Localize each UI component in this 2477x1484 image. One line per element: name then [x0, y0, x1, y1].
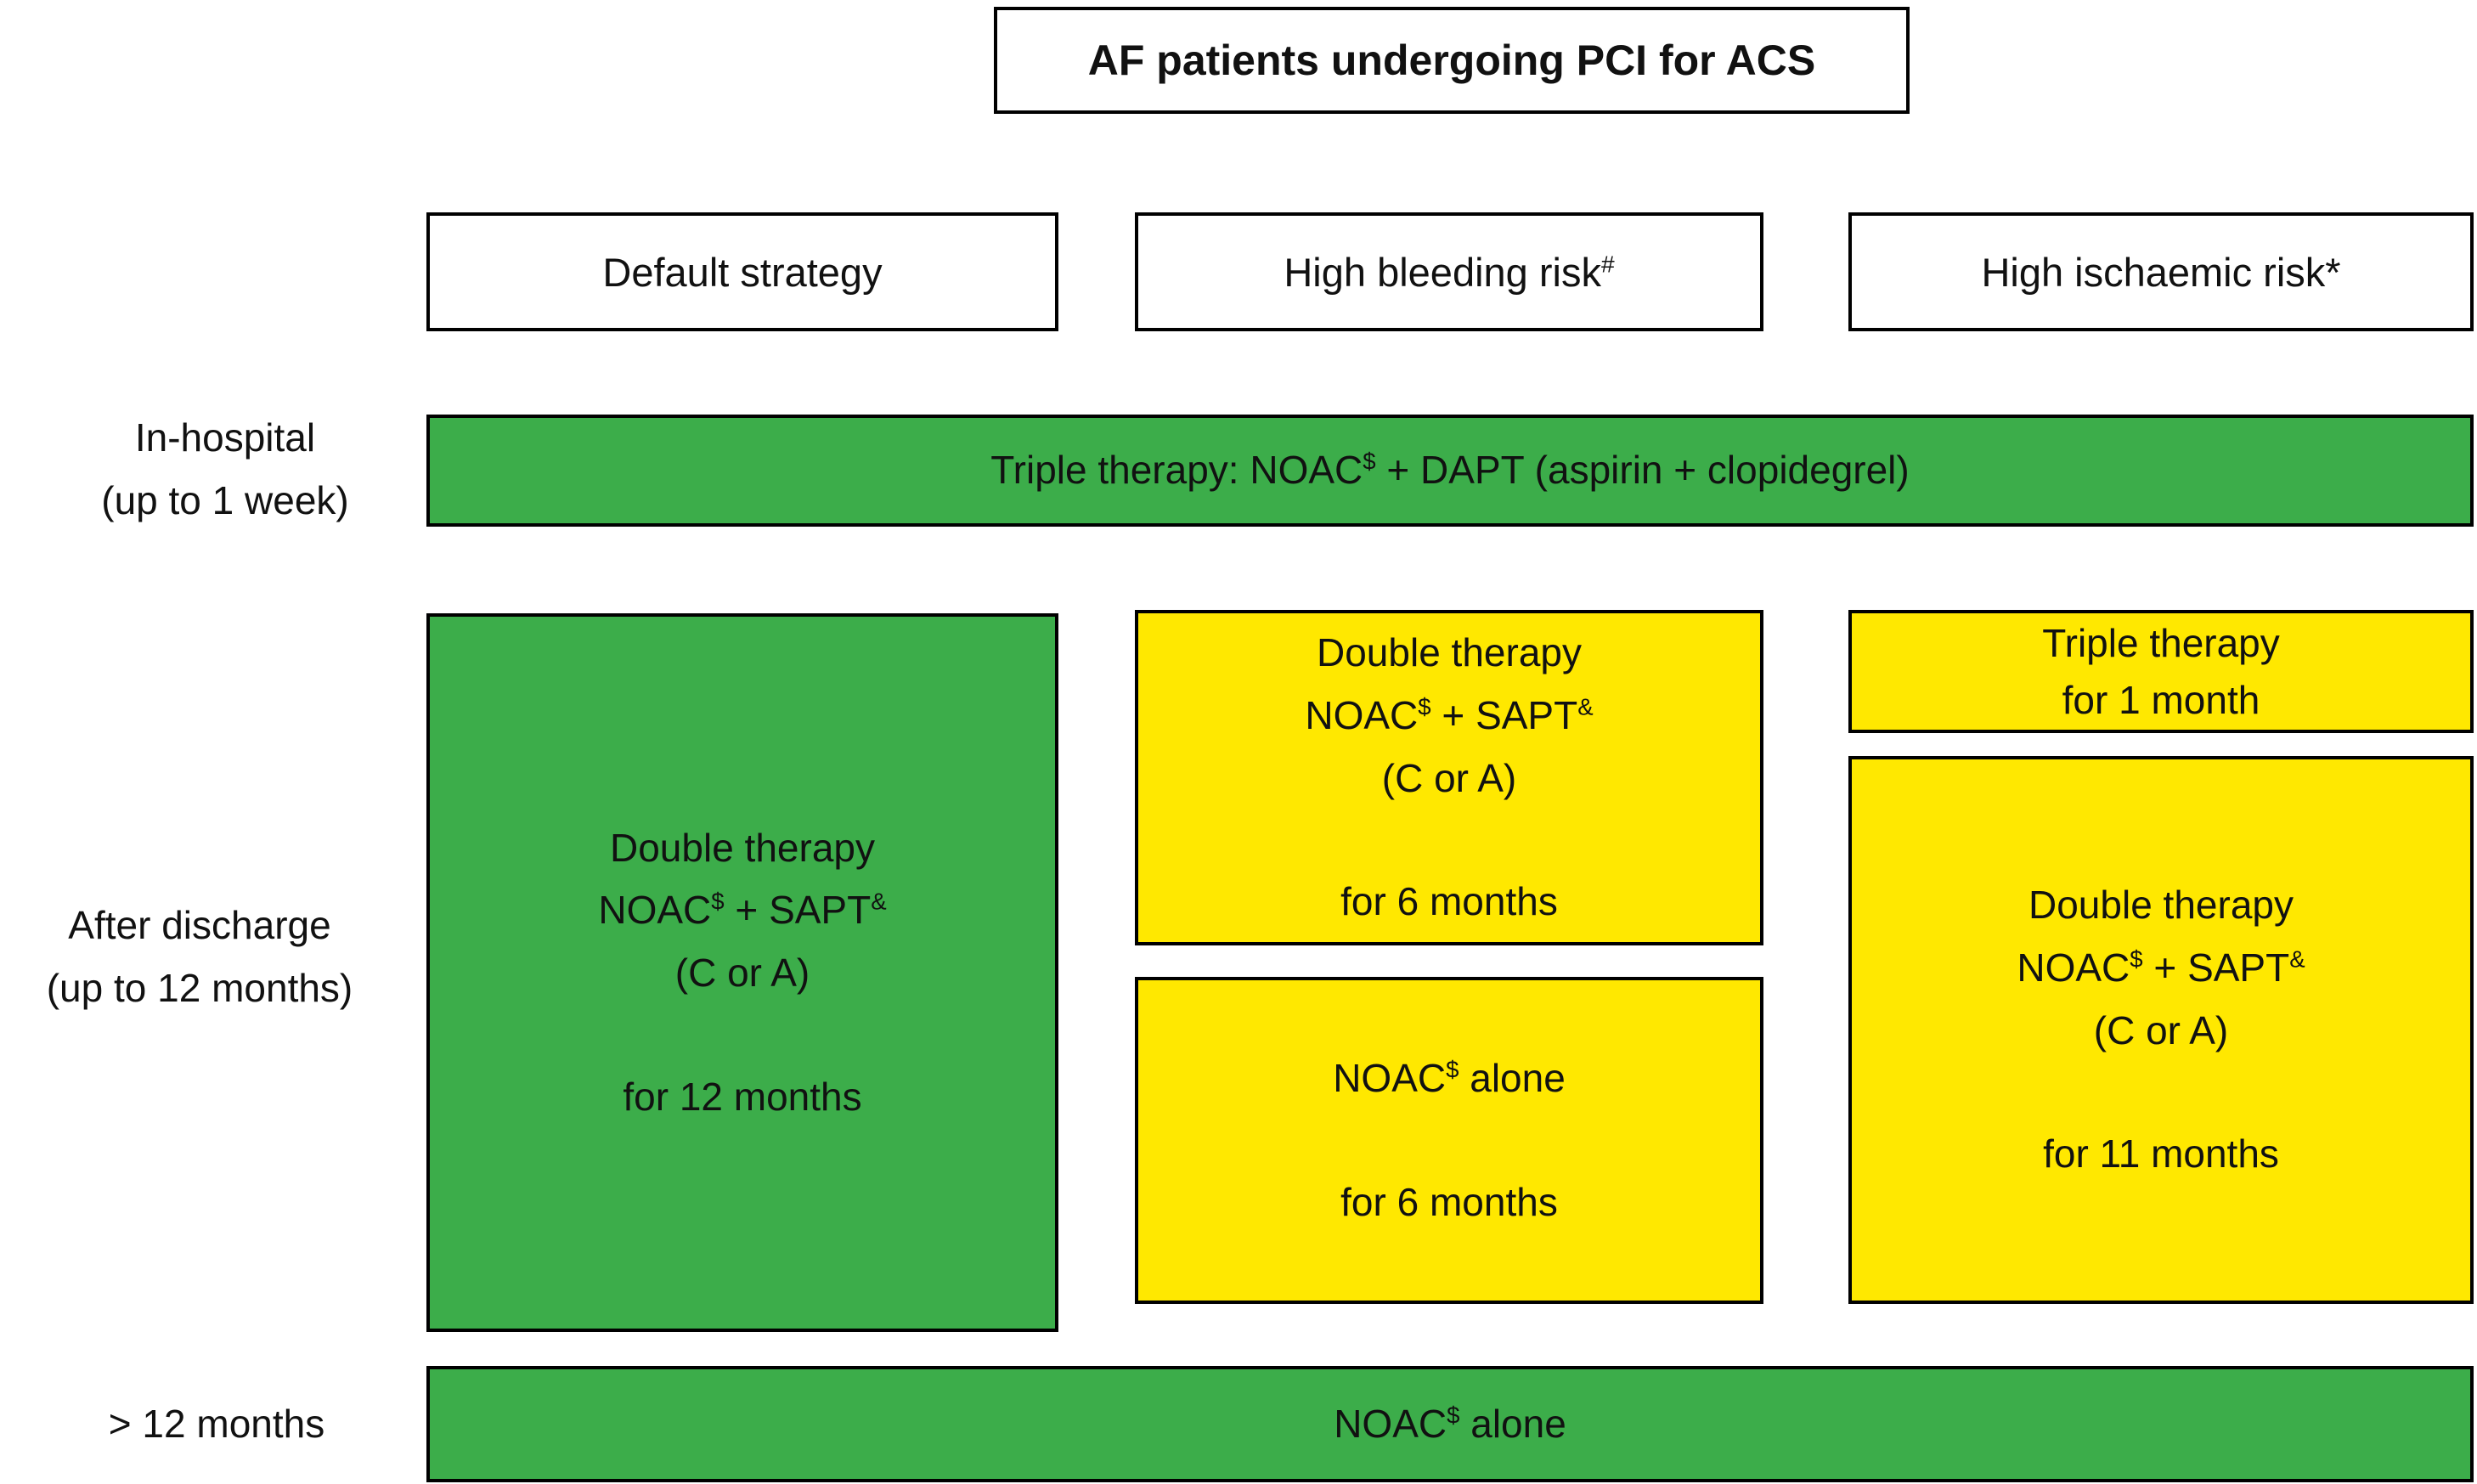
title-box: AF patients undergoing PCI for ACS	[994, 7, 1910, 114]
triple-therapy-text: Triple therapy: NOAC$ + DAPT (aspirin + …	[990, 439, 1909, 502]
drug-sapt: + SAPT	[724, 888, 872, 933]
header-ischaemic-text: High ischaemic risk*	[1981, 249, 2341, 295]
duration-line: for 12 months	[623, 1074, 862, 1119]
row-label-in-hospital: In-hospital (up to 1 week)	[34, 387, 416, 552]
column-header-default-strategy: Default strategy	[426, 212, 1058, 331]
row-label-line: In-hospital	[134, 415, 316, 460]
sapt-superscript: &	[1577, 693, 1594, 720]
drug-alone: alone	[1459, 1055, 1566, 1100]
noac-superscript: $	[1446, 1056, 1459, 1083]
agent-choice-line: (C or A)	[2093, 1007, 2229, 1052]
row-label-line: (up to 1 week)	[101, 477, 349, 522]
drug-noac: NOAC	[2017, 945, 2130, 990]
bleeding-risk-noac-alone-box: NOAC$ alone for 6 months	[1135, 977, 1763, 1304]
ischaemic-risk-triple-therapy-box: Triple therapy for 1 month	[1848, 610, 2474, 733]
drug-noac: NOAC	[1333, 1055, 1447, 1100]
therapy-name-line: Triple therapy	[2042, 620, 2280, 665]
row-label-beyond-12-months: > 12 months	[17, 1366, 416, 1482]
noac-superscript: $	[711, 889, 725, 916]
column-header-high-ischaemic-risk: High ischaemic risk*	[1848, 212, 2474, 331]
therapy-name-line: Double therapy	[1317, 630, 1582, 675]
header-bleeding-text: High bleeding risk	[1284, 249, 1601, 295]
row-label-after-discharge: After discharge (up to 12 months)	[0, 877, 399, 1038]
column-header-label: High bleeding risk#	[1284, 249, 1614, 296]
noac-superscript: $	[1363, 448, 1376, 475]
duration-line: for 11 months	[2043, 1131, 2279, 1176]
header-bleeding-superscript: #	[1600, 249, 1615, 277]
page-title: AF patients undergoing PCI for ACS	[1087, 37, 1816, 84]
noac-superscript: $	[1418, 693, 1431, 720]
noac-alone-text: NOAC$ alone	[1334, 1393, 1566, 1456]
drug-noac: NOAC	[1334, 1401, 1447, 1446]
noac-superscript: $	[1447, 1402, 1460, 1429]
duration-line: for 6 months	[1340, 1179, 1558, 1224]
in-hospital-triple-therapy-bar: Triple therapy: NOAC$ + DAPT (aspirin + …	[426, 415, 2474, 527]
column-header-label: Default strategy	[602, 249, 882, 296]
drug-alone: alone	[1459, 1401, 1566, 1446]
drug-sapt: + SAPT	[2142, 945, 2290, 990]
drug-noac: NOAC	[598, 888, 712, 933]
drug-line: NOAC$ + SAPT&	[1305, 685, 1593, 748]
row-label-line: > 12 months	[108, 1401, 325, 1446]
duration-line: for 6 months	[1340, 879, 1558, 924]
drug-line: NOAC$ + SAPT&	[2017, 937, 2305, 1000]
drug-line: NOAC$ alone	[1333, 1047, 1566, 1110]
triple-therapy-post: + DAPT (aspirin + clopidegrel)	[1375, 448, 1910, 493]
agent-choice-line: (C or A)	[674, 951, 810, 995]
noac-superscript: $	[2130, 945, 2143, 973]
therapy-name-line: Double therapy	[2028, 883, 2294, 928]
triple-therapy-pre: Triple therapy: NOAC	[990, 448, 1363, 493]
duration-line: for 1 month	[2062, 677, 2260, 722]
sapt-superscript: &	[2289, 945, 2305, 973]
agent-choice-line: (C or A)	[1381, 755, 1517, 800]
header-default-text: Default strategy	[602, 249, 883, 295]
therapy-name-line: Double therapy	[610, 825, 875, 870]
drug-sapt: + SAPT	[1430, 692, 1578, 737]
ischaemic-risk-double-therapy-box: Double therapy NOAC$ + SAPT& (C or A) fo…	[1848, 756, 2474, 1304]
row-label-line: After discharge	[68, 903, 331, 948]
column-header-label: High ischaemic risk*	[1981, 249, 2340, 296]
drug-noac: NOAC	[1305, 692, 1419, 737]
row-label-line: (up to 12 months)	[46, 966, 353, 1010]
sapt-superscript: &	[871, 889, 887, 916]
column-header-high-bleeding-risk: High bleeding risk#	[1135, 212, 1763, 331]
default-strategy-double-therapy-box: Double therapy NOAC$ + SAPT& (C or A) fo…	[426, 613, 1058, 1332]
beyond-12-months-noac-alone-bar: NOAC$ alone	[426, 1366, 2474, 1482]
bleeding-risk-double-therapy-box: Double therapy NOAC$ + SAPT& (C or A) fo…	[1135, 610, 1763, 945]
drug-line: NOAC$ + SAPT&	[598, 879, 886, 942]
